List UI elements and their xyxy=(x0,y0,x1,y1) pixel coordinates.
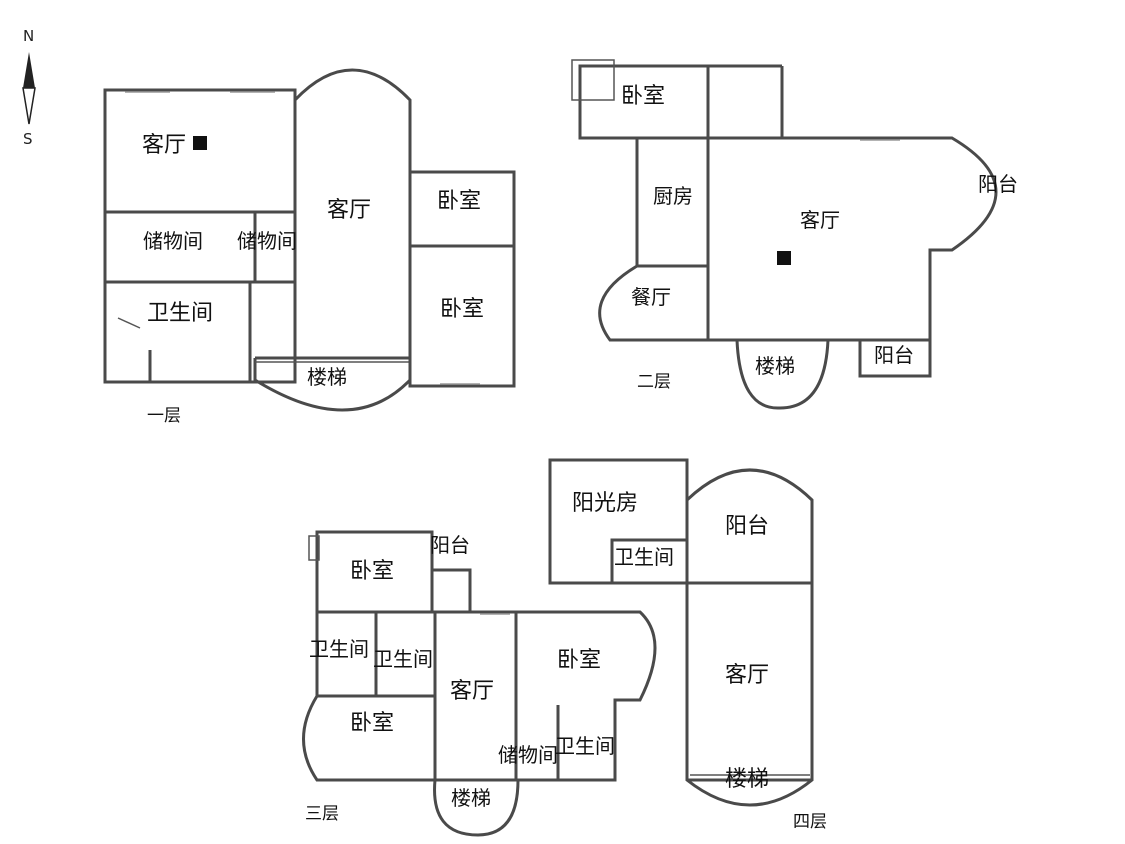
room-label: 阳台 xyxy=(874,343,914,367)
floor-2-walls xyxy=(571,59,998,410)
floor-label: 一层 xyxy=(147,406,181,426)
floor-1-labels: 客厅 客厅 储物间 储物间 卧室 卫生间 卧室 楼梯 一层 xyxy=(142,133,484,426)
room-label: 客厅 xyxy=(142,133,186,158)
room-label: 卧室 xyxy=(557,648,601,673)
room-label: 楼梯 xyxy=(451,786,491,810)
room-label: 卫生间 xyxy=(373,647,433,671)
room-label: 阳台 xyxy=(978,172,1018,196)
compass: N S xyxy=(22,27,36,148)
room-label: 厨房 xyxy=(653,184,693,208)
floor-label: 四层 xyxy=(793,812,827,832)
room-label: 卫生间 xyxy=(147,301,213,326)
room-label: 储物间 xyxy=(498,743,558,767)
floor-1-walls xyxy=(103,68,516,412)
compass-arrow-south xyxy=(22,87,36,125)
floor-label: 三层 xyxy=(305,804,339,824)
room-label: 卧室 xyxy=(437,189,481,214)
room-label: 储物间 xyxy=(237,229,297,253)
room-label: 餐厅 xyxy=(631,285,671,309)
room-label: 卧室 xyxy=(350,711,394,736)
room-label: 阳光房 xyxy=(572,491,638,516)
floor-3-walls xyxy=(302,530,657,837)
room-label: 客厅 xyxy=(327,198,371,223)
compass-arrow-north xyxy=(23,52,35,88)
room-label: 卫生间 xyxy=(309,637,369,661)
room-label: 卧室 xyxy=(350,559,394,584)
room-label: 客厅 xyxy=(800,208,840,232)
room-label: 卫生间 xyxy=(614,545,674,569)
compass-north: N xyxy=(23,27,34,45)
room-label: 楼梯 xyxy=(307,365,347,389)
room-label: 储物间 xyxy=(143,229,203,253)
floor-2-labels: 卧室 厨房 客厅 阳台 餐厅 楼梯 阳台 二层 xyxy=(621,84,1018,392)
floor-4-walls xyxy=(548,458,814,807)
floor-3-labels: 阳台 卧室 卫生间 卫生间 卧室 客厅 卧室 储物间 卫生间 楼梯 三层 xyxy=(305,533,615,824)
room-label: 阳台 xyxy=(430,533,470,557)
room-label: 卫生间 xyxy=(555,734,615,758)
location-marker xyxy=(193,136,207,150)
room-label: 客厅 xyxy=(450,679,494,704)
floor-label: 二层 xyxy=(637,372,671,392)
room-label: 楼梯 xyxy=(725,767,769,792)
room-label: 卧室 xyxy=(621,84,665,109)
location-marker xyxy=(777,251,791,265)
room-label: 阳台 xyxy=(725,514,769,539)
room-label: 楼梯 xyxy=(755,354,795,378)
room-label: 卧室 xyxy=(440,297,484,322)
compass-south: S xyxy=(23,130,33,148)
room-label: 客厅 xyxy=(725,663,769,688)
floor-4-labels: 阳光房 阳台 卫生间 客厅 楼梯 四层 xyxy=(572,491,827,832)
